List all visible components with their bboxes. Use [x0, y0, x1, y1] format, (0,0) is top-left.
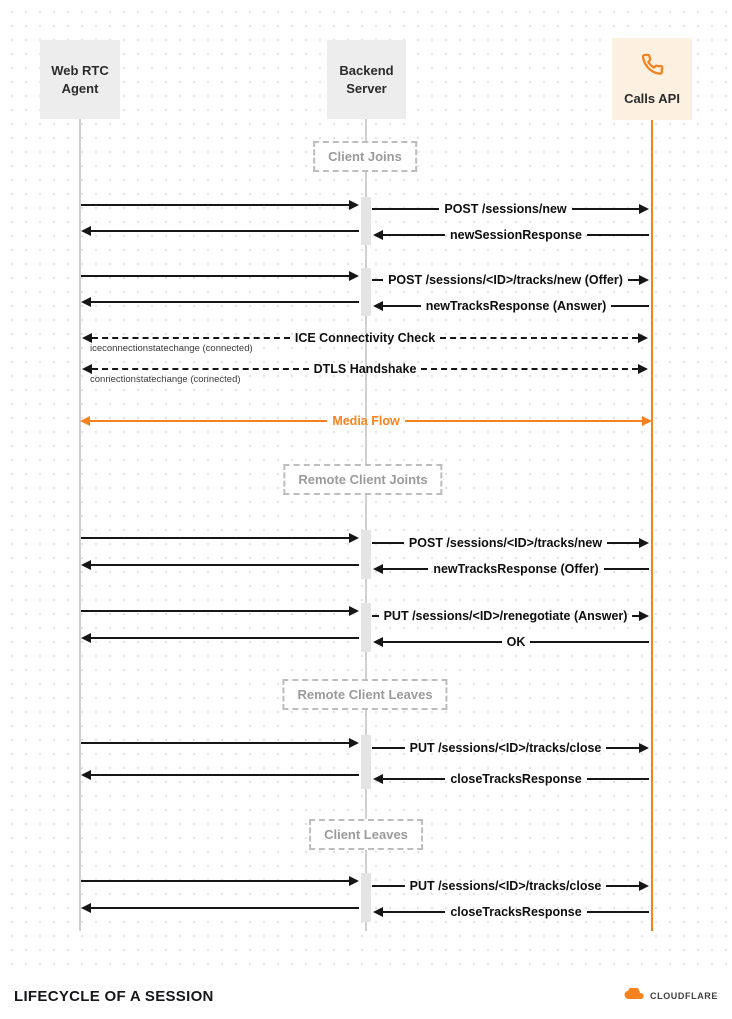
message-post-tracks-new: POST /sessions/<ID>/tracks/new	[372, 533, 649, 553]
lifeline-calls-api	[651, 120, 653, 931]
message-put-renegotiate: PUT /sessions/<ID>/renegotiate (Answer)	[372, 606, 650, 626]
arrow-backend-to-webrtc	[81, 628, 359, 648]
page-title: LIFECYCLE OF A SESSION	[14, 987, 214, 1005]
message-dtls-handshake: DTLS Handshake	[82, 359, 648, 379]
arrow-webrtc-to-backend	[81, 601, 359, 621]
activation-bar	[361, 197, 371, 245]
arrow-webrtc-to-backend	[81, 266, 359, 286]
arrow-backend-to-webrtc	[81, 898, 359, 918]
message-put-tracks-close-1: PUT /sessions/<ID>/tracks/close	[372, 738, 649, 758]
note-iceconnectionstatechange: iceconnectionstatechange (connected)	[90, 343, 253, 354]
arrow-backend-to-webrtc	[81, 765, 359, 785]
lifeline-webrtc-agent	[79, 119, 81, 931]
actor-backend-line2: Server	[346, 80, 387, 96]
arrow-webrtc-to-backend	[81, 195, 359, 215]
actor-backend-line1: Backend	[339, 62, 394, 78]
message-post-tracks-new-offer: POST /sessions/<ID>/tracks/new (Offer)	[372, 270, 649, 290]
activation-bar	[361, 603, 371, 652]
section-client-joins: Client Joins	[313, 141, 417, 172]
actor-webrtc-line1: Web RTC	[51, 62, 109, 78]
actor-calls-label: Calls API	[624, 90, 680, 106]
activation-bar	[361, 735, 371, 789]
message-new-tracks-response-answer: newTracksResponse (Answer)	[373, 296, 649, 316]
message-new-tracks-response-offer: newTracksResponse (Offer)	[373, 559, 649, 579]
message-close-tracks-response-1: closeTracksResponse	[373, 769, 650, 789]
message-ok: OK	[373, 632, 649, 652]
arrow-webrtc-to-backend	[81, 528, 359, 548]
activation-bar	[361, 268, 371, 316]
arrow-webrtc-to-backend	[81, 733, 359, 753]
actor-calls-api: Calls API	[612, 38, 692, 120]
message-new-session-response: newSessionResponse	[373, 225, 649, 245]
cloudflare-cloud-icon	[624, 986, 646, 1005]
section-remote-client-leaves: Remote Client Leaves	[282, 679, 448, 710]
activation-bar	[361, 530, 371, 579]
message-post-sessions-new: POST /sessions/new	[372, 199, 650, 219]
message-close-tracks-response-2: closeTracksResponse	[373, 902, 650, 922]
actor-webrtc-agent: Web RTC Agent	[40, 40, 120, 119]
actor-backend-server: Backend Server	[327, 40, 406, 119]
footer: LIFECYCLE OF A SESSION CLOUDFLARE	[0, 973, 732, 1019]
actor-webrtc-line2: Agent	[61, 80, 99, 96]
arrow-backend-to-webrtc	[81, 292, 359, 312]
arrow-webrtc-to-backend	[81, 871, 359, 891]
arrow-backend-to-webrtc	[81, 221, 359, 241]
cloudflare-wordmark: CLOUDFLARE	[650, 991, 718, 1001]
message-ice-connectivity-check: ICE Connectivity Check	[82, 328, 649, 348]
message-put-tracks-close-2: PUT /sessions/<ID>/tracks/close	[372, 876, 649, 896]
activation-bar	[361, 873, 371, 922]
section-client-leaves: Client Leaves	[309, 819, 423, 850]
section-remote-client-joins: Remote Client Joints	[283, 464, 443, 495]
note-connectionstatechange: connectionstatechange (connected)	[90, 374, 241, 385]
phone-icon	[639, 51, 665, 82]
message-media-flow: Media Flow	[80, 411, 652, 431]
lifeline-backend-server	[365, 119, 367, 931]
arrow-backend-to-webrtc	[81, 555, 359, 575]
cloudflare-logo: CLOUDFLARE	[624, 986, 718, 1005]
